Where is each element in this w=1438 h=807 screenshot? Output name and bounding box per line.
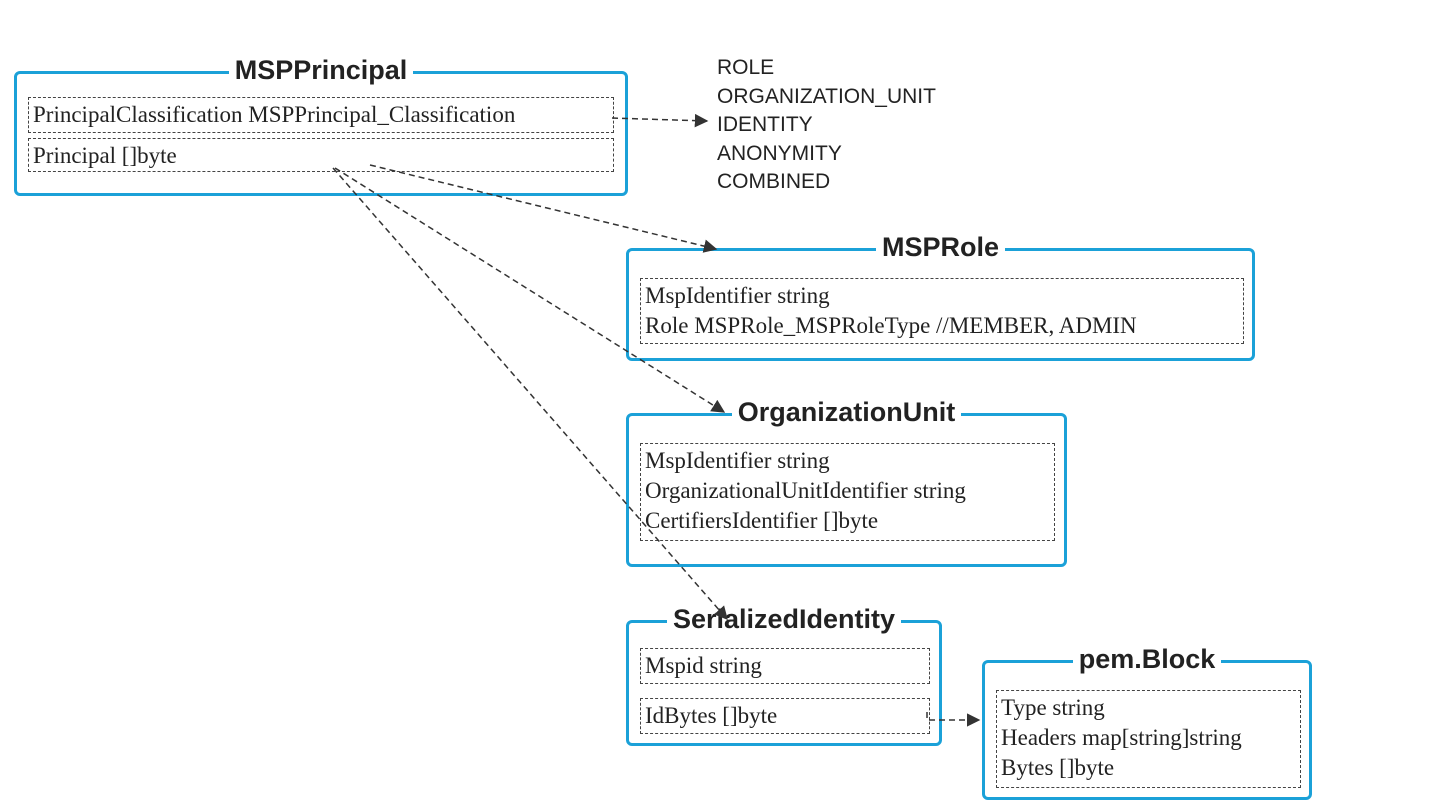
organizationunit-field: MspIdentifier string: [645, 448, 830, 473]
classification-value: ORGANIZATION_UNIT: [717, 84, 936, 108]
serializedidentity-box: SerializedIdentity Mspid string IdBytes …: [626, 599, 942, 746]
principal-classification-field: PrincipalClassification MSPPrincipal_Cla…: [28, 97, 614, 133]
msprole-field: Role MSPRole_MSPRoleType //MEMBER, ADMIN: [645, 313, 1137, 338]
pemblock-field: Bytes []byte: [1001, 755, 1115, 780]
classification-values-list: ROLE ORGANIZATION_UNIT IDENTITY ANONYMIT…: [717, 54, 936, 197]
pemblock-title: pem.Block: [1072, 639, 1222, 679]
pemblock-field: Headers map[string]string: [1001, 725, 1242, 750]
organizationunit-title: OrganizationUnit: [731, 392, 962, 432]
mspid-field: Mspid string: [640, 648, 930, 684]
organizationunit-field: CertifiersIdentifier []byte: [645, 508, 879, 533]
idbytes-field: IdBytes []byte: [640, 698, 930, 734]
pemblock-field: Type string: [1001, 695, 1105, 720]
msprole-field: MspIdentifier string: [645, 283, 830, 308]
organizationunit-fields: MspIdentifier string OrganizationalUnitI…: [640, 443, 1055, 541]
msprole-fields: MspIdentifier string Role MSPRole_MSPRol…: [640, 278, 1244, 344]
organizationunit-field: OrganizationalUnitIdentifier string: [645, 478, 966, 503]
principal-field: Principal []byte: [28, 138, 614, 172]
classification-value: ANONYMITY: [717, 141, 842, 165]
msprole-box: MSPRole MspIdentifier string Role MSPRol…: [626, 227, 1255, 361]
organizationunit-box: OrganizationUnit MspIdentifier string Or…: [626, 392, 1067, 567]
classification-value: COMBINED: [717, 170, 831, 193]
mspprincipal-box: MSPPrincipal PrincipalClassification MSP…: [14, 50, 628, 196]
classification-value: IDENTITY: [717, 113, 813, 136]
pemblock-box: pem.Block Type string Headers map[string…: [982, 639, 1312, 800]
mspprincipal-title: MSPPrincipal: [228, 50, 414, 90]
classification-value: ROLE: [717, 56, 775, 79]
serializedidentity-title: SerializedIdentity: [666, 599, 902, 639]
msprole-title: MSPRole: [875, 227, 1006, 267]
pemblock-fields: Type string Headers map[string]string By…: [996, 690, 1301, 788]
